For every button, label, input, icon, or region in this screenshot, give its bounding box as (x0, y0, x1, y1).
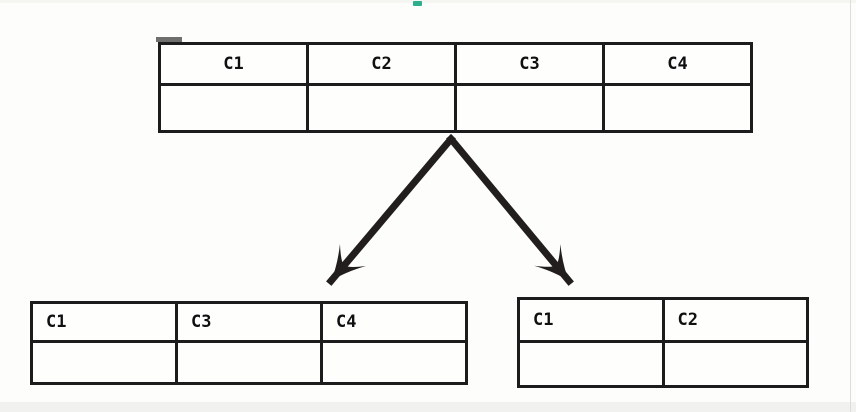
fragment-left-col-header-c3: C3 (175, 301, 323, 343)
fragment-table-left: C1 C3 C4 (30, 301, 468, 385)
source-table-header-row: C1 C2 C3 C4 (158, 42, 753, 86)
fragment-left-col-header-c4: C4 (320, 301, 468, 343)
fragment-left-empty-cell (175, 340, 323, 385)
down-left-split-arrow-icon (326, 134, 456, 286)
down-right-split-arrow-icon (446, 134, 574, 286)
fragment-right-col-header-c2: C2 (661, 297, 809, 343)
fragment-right-empty-cell (517, 340, 665, 388)
fragment-left-col-header-c1: C1 (30, 301, 178, 343)
source-col-header-c3: C3 (454, 42, 605, 86)
source-col-header-c1: C1 (158, 42, 309, 86)
fragment-left-empty-row (30, 340, 468, 385)
source-empty-cell (454, 83, 605, 133)
teal-artifact-mark (413, 1, 422, 6)
source-col-header-c2: C2 (306, 42, 457, 86)
table-handle-notch (156, 37, 182, 42)
source-table-empty-row (158, 83, 753, 133)
source-table: C1 C2 C3 C4 (158, 42, 753, 133)
right-edge-line (850, 0, 851, 412)
top-edge-strip (0, 0, 856, 3)
source-empty-cell (602, 83, 753, 133)
fragment-right-empty-row (517, 340, 809, 388)
bottom-edge-strip (0, 402, 856, 412)
source-empty-cell (158, 83, 309, 133)
fragment-right-empty-cell (661, 340, 809, 388)
fragment-left-empty-cell (320, 340, 468, 385)
fragment-table-right: C1 C2 (517, 297, 809, 388)
fragment-left-header-row: C1 C3 C4 (30, 301, 468, 343)
fragment-right-header-row: C1 C2 (517, 297, 809, 343)
source-col-header-c4: C4 (602, 42, 753, 86)
source-empty-cell (306, 83, 457, 133)
fragment-left-empty-cell (30, 340, 178, 385)
fragment-right-col-header-c1: C1 (517, 297, 665, 343)
